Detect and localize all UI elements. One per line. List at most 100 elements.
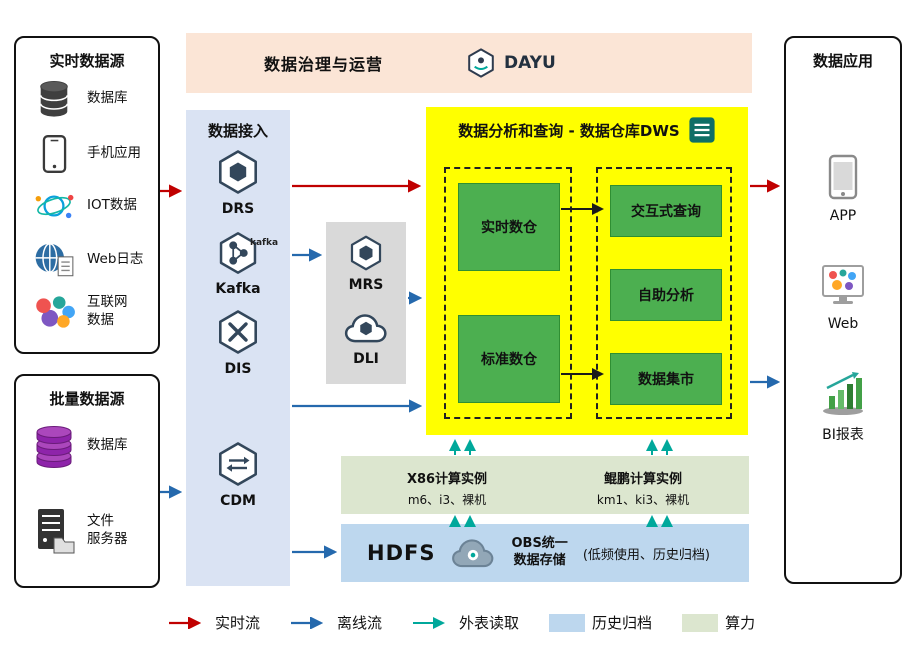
source-item-iot: IOT数据 (29, 188, 137, 224)
drs-icon (219, 150, 258, 194)
service-dis: DIS (186, 308, 290, 377)
source-item-database: 数据库 (29, 78, 128, 120)
kunpeng-compute-spec: km1、ki3、裸机 (596, 493, 690, 507)
x86-compute-title: X86计算实例 (406, 472, 488, 487)
source-item-database-batch: 数据库 (29, 422, 128, 470)
source-item-label: IOT数据 (87, 197, 137, 214)
banner-title: 数据治理与运营 (264, 55, 384, 74)
x86-compute-group: X86计算实例 m6、i3、裸机 (357, 468, 537, 508)
kunpeng-compute-group: 鲲鹏计算实例 km1、ki3、裸机 (553, 468, 733, 508)
dayu-logo-icon (468, 48, 494, 78)
app-item-label: BI报表 (822, 427, 864, 443)
kafka-icon (219, 232, 257, 274)
legend-label: 离线流 (337, 614, 383, 632)
source-item-web-log: Web日志 (29, 241, 143, 279)
batch-sources-title: 批量数据源 (49, 390, 125, 408)
legend-label: 外表读取 (459, 614, 520, 632)
service-label: DRS (221, 201, 255, 217)
app-item-app: APP (786, 154, 900, 224)
source-item-label: Web日志 (87, 251, 144, 268)
mrs-icon (350, 235, 382, 271)
legend-item-offline: 离线流 (290, 612, 382, 633)
service-label: DIS (224, 361, 252, 377)
middleware-panel: MRS DLI (326, 222, 406, 384)
file-server-icon (29, 506, 79, 556)
source-item-label: 手机应用 (87, 145, 141, 162)
database-purple-icon (29, 422, 79, 470)
service-mrs: MRS (326, 234, 406, 293)
service-dli: DLI (326, 310, 406, 367)
label-line: 数据存储 (513, 553, 566, 568)
service-drs: DRS (186, 148, 290, 217)
source-item-file-server: 文件 服务器 (29, 506, 128, 556)
app-item-label: APP (829, 208, 857, 224)
legend-archive-swatch (549, 613, 586, 632)
obs-label: OBS统一 数据存储 (511, 536, 567, 570)
legend-label: 历史归档 (592, 614, 653, 632)
legend-offline-arrow-icon (291, 616, 324, 629)
data-access-title: 数据接入 (207, 122, 268, 140)
service-cdm: CDM (186, 440, 290, 509)
node-interactive-query: 交互式查询 (610, 185, 722, 237)
node-label: 自助分析 (638, 288, 694, 304)
warehouse-group: 实时数仓 标准数仓 (444, 167, 572, 419)
legend-external-arrow-icon (413, 616, 446, 629)
dli-icon (344, 314, 387, 343)
globe-log-icon (29, 241, 79, 279)
governance-banner: 数据治理与运营 DAYU (186, 33, 752, 93)
data-apps-panel: 数据应用 APP Web (784, 36, 902, 584)
label-line: 服务器 (87, 531, 128, 547)
batch-sources-panel: 批量数据源 数据库 (14, 374, 160, 588)
source-item-mobile-app: 手机应用 (29, 134, 141, 174)
source-item-label: 互联网 数据 (87, 294, 128, 329)
legend-label: 实时流 (215, 614, 261, 632)
app-item-web: Web (786, 264, 900, 332)
kunpeng-compute-title: 鲲鹏计算实例 (603, 472, 682, 487)
label-line: OBS统一 (511, 536, 568, 552)
x86-compute-spec: m6、i3、裸机 (407, 493, 487, 507)
node-label: 交互式查询 (631, 204, 701, 220)
source-item-label: 数据库 (87, 437, 128, 454)
app-item-bi: BI报表 (786, 370, 900, 444)
label-line: 数据 (87, 312, 114, 328)
analysis-group: 交互式查询 自助分析 数据集市 (596, 167, 732, 419)
obs-cloud-icon (452, 539, 494, 568)
source-item-internet-data: 互联网 数据 (29, 293, 128, 331)
realtime-sources-panel: 实时数据源 数据库 手机应用 (14, 36, 160, 354)
data-apps-title: 数据应用 (812, 52, 873, 70)
dws-icon (689, 117, 715, 143)
node-label: 数据集市 (638, 372, 694, 388)
dws-header: 数据分析和查询 - 数据仓库DWS (426, 107, 748, 144)
service-label: Kafka (215, 281, 261, 297)
phone-icon (29, 134, 79, 174)
hdfs-label: HDFS (367, 541, 436, 565)
node-realtime-warehouse: 实时数仓 (458, 183, 560, 271)
iot-icon (29, 188, 79, 224)
dayu-logo: DAYU (465, 47, 556, 79)
legend-realtime-arrow-icon (169, 616, 202, 629)
kafka-brand-text: kafka (250, 238, 279, 248)
bi-chart-icon (823, 372, 863, 415)
service-kafka: kafka Kafka (186, 230, 290, 297)
storage-note: (低频使用、历史归档) (582, 547, 710, 563)
label-line: 互联网 (87, 294, 128, 311)
realtime-sources-title: 实时数据源 (49, 52, 125, 70)
dis-icon (219, 310, 258, 354)
node-self-service-analysis: 自助分析 (610, 269, 722, 321)
legend: 实时流 离线流 外表读取 历史归档 算力 (168, 612, 785, 633)
legend-item-compute: 算力 (682, 612, 755, 633)
service-label: DLI (353, 351, 379, 367)
storage-panel: HDFS OBS统一 数据存储 (低频使用、历史归档) (341, 524, 749, 582)
legend-item-realtime: 实时流 (168, 612, 260, 633)
label-line: 文件 (87, 513, 114, 530)
internet-data-icon (29, 293, 79, 331)
dws-panel: 数据分析和查询 - 数据仓库DWS 实时数仓 标准数仓 交互式查询 自助分析 数… (426, 107, 748, 435)
node-label: 标准数仓 (481, 352, 537, 368)
source-item-label: 数据库 (87, 90, 128, 107)
web-monitor-icon (822, 265, 864, 304)
compute-panel: X86计算实例 m6、i3、裸机 鲲鹏计算实例 km1、ki3、裸机 (341, 456, 749, 514)
legend-item-external: 外表读取 (412, 612, 519, 633)
dws-title: 数据分析和查询 - 数据仓库DWS (458, 121, 680, 140)
node-standard-warehouse: 标准数仓 (458, 315, 560, 403)
